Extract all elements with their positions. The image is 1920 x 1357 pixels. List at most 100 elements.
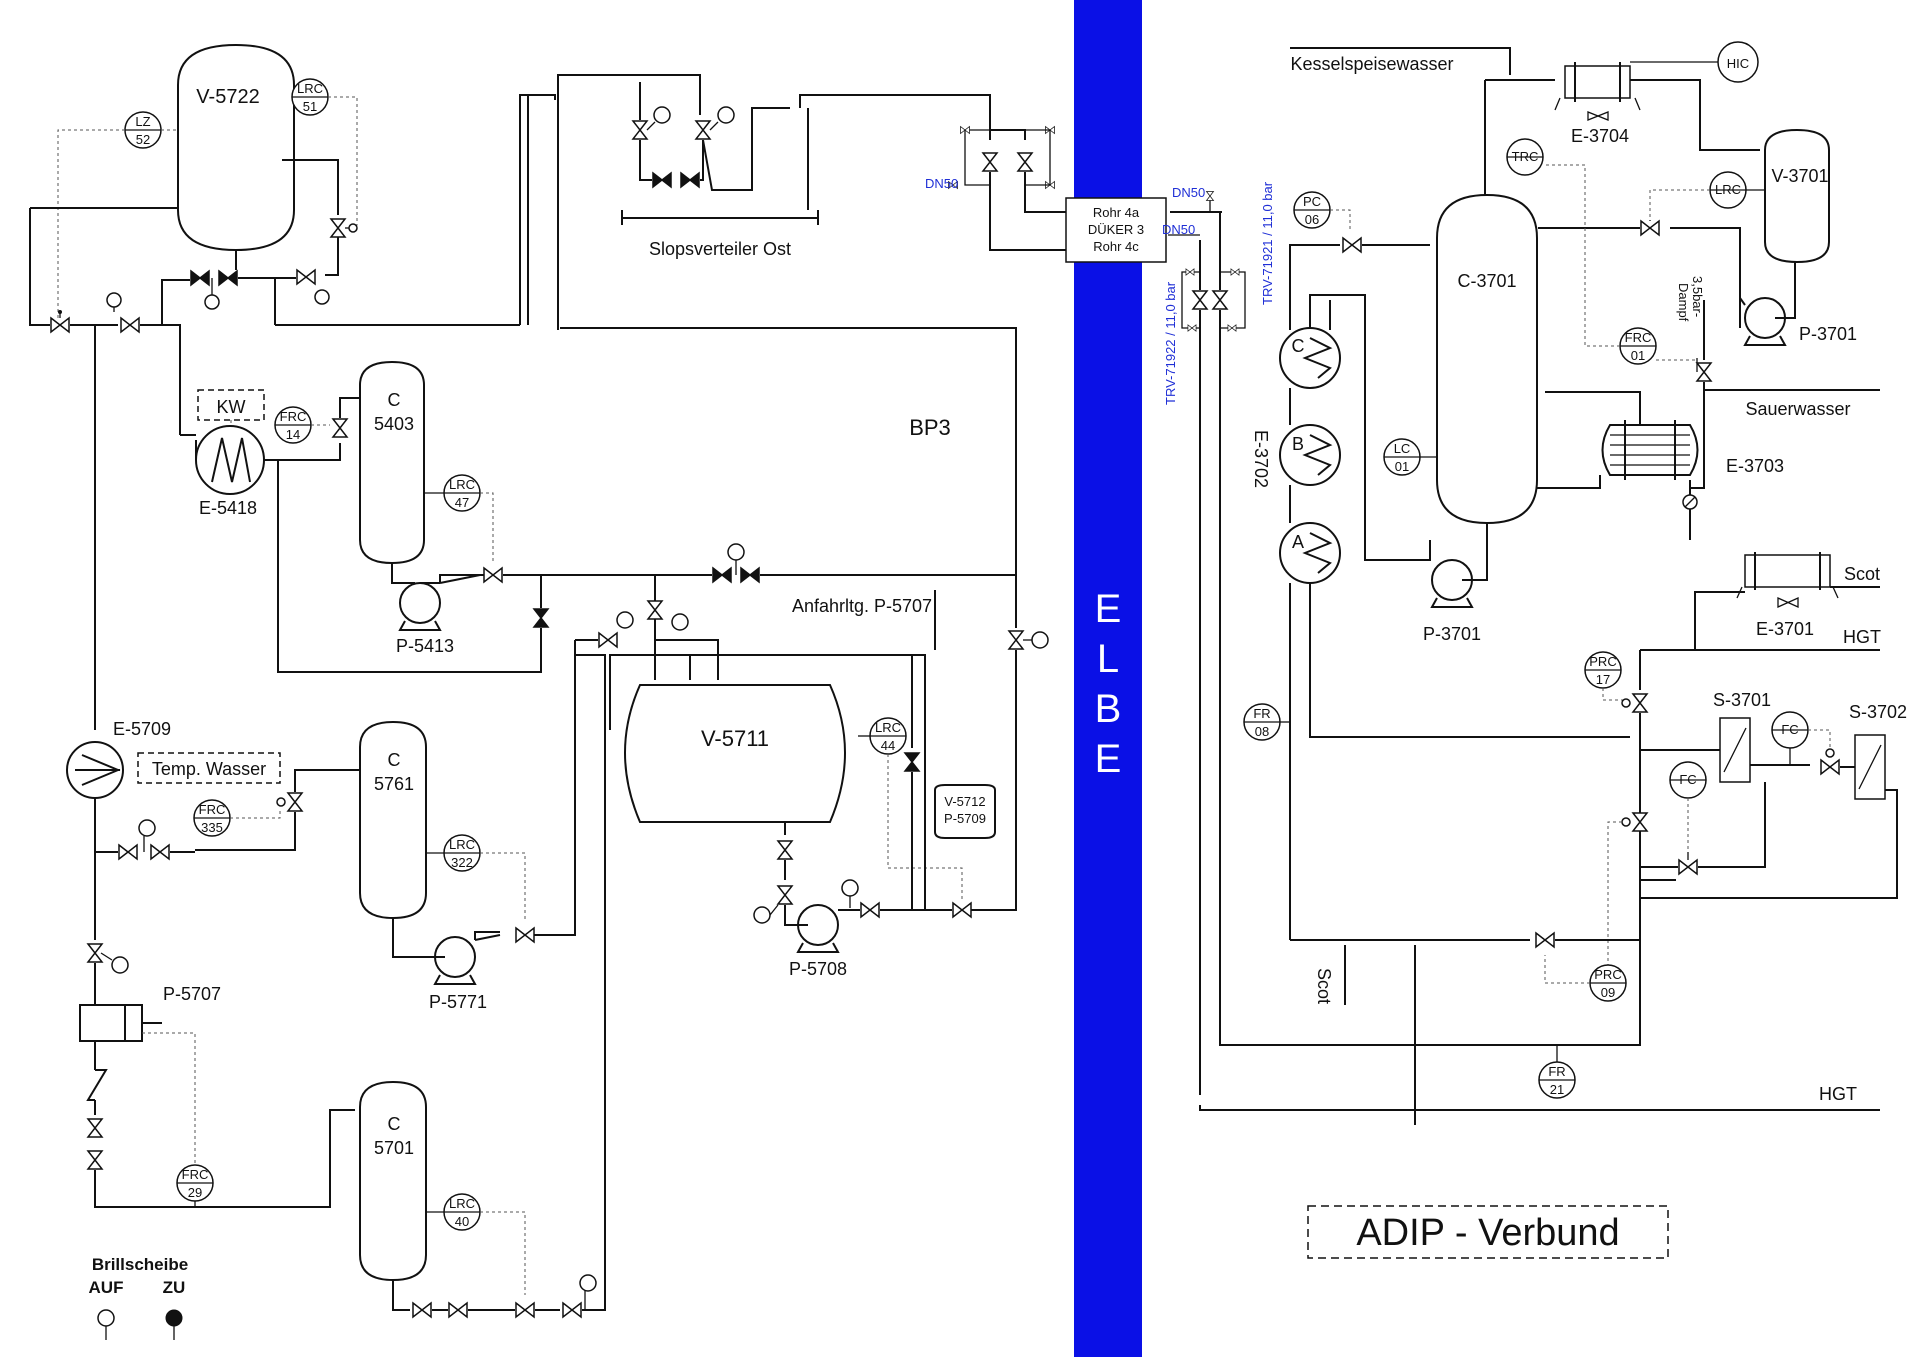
svg-text:TRC: TRC <box>1512 149 1539 164</box>
svg-text:51: 51 <box>303 99 317 114</box>
svg-text:FC: FC <box>1781 722 1798 737</box>
area-label-bp3: BP3 <box>909 415 951 440</box>
instrument-lrc40: LRC 40 <box>443 1193 481 1231</box>
c3701-label: C-3701 <box>1457 271 1516 291</box>
instrument-fc-b: FC <box>1771 711 1809 749</box>
p3701-top-label: P-3701 <box>1799 324 1857 344</box>
exchanger-e3702-a: A <box>1279 522 1341 584</box>
instrument-frc01: FRC 01 <box>1619 327 1657 365</box>
instrument-lz52: LZ 52 <box>124 111 162 149</box>
svg-text:01: 01 <box>1631 348 1645 363</box>
exchanger-e3702-b: B <box>1279 424 1341 486</box>
vessel-c5701 <box>359 1080 427 1282</box>
svg-text:B: B <box>1292 434 1304 454</box>
svg-text:29: 29 <box>188 1185 202 1200</box>
vessel-c5403 <box>359 360 425 565</box>
svg-text:09: 09 <box>1601 985 1615 1000</box>
elbe-letter-2: L <box>1097 637 1119 681</box>
trv-71921-label: TRV-71921 / 11,0 bar <box>1260 181 1275 305</box>
p3701-bottom-label: P-3701 <box>1423 624 1481 644</box>
reboiler-e3703 <box>1601 424 1699 476</box>
dampf-label-2: Dampf <box>1676 283 1691 322</box>
c5701-label-b: 5701 <box>374 1138 414 1158</box>
svg-text:HIC: HIC <box>1727 56 1749 71</box>
heat-exchanger-e5418 <box>195 425 265 495</box>
vessel-v5712 <box>934 784 996 839</box>
instrument-prc09: PRC 09 <box>1589 964 1627 1002</box>
kw-label: KW <box>217 397 246 417</box>
svg-text:06: 06 <box>1305 212 1319 227</box>
hgt-bottom-label: HGT <box>1819 1084 1857 1104</box>
legend-heading: Brillscheibe <box>92 1255 188 1274</box>
anfahr-label: Anfahrltg. P-5707 <box>792 596 932 616</box>
instrument-fr21: FR 21 <box>1538 1061 1576 1099</box>
svg-text:47: 47 <box>455 495 469 510</box>
svg-text:PRC: PRC <box>1594 967 1621 982</box>
duker-box <box>1065 197 1167 263</box>
pump-p5413 <box>399 582 441 624</box>
legend-closed-symbol <box>165 1309 183 1327</box>
svg-text:LZ: LZ <box>135 114 150 129</box>
c5761-label-a: C <box>388 750 401 770</box>
title-box <box>1307 1205 1669 1259</box>
scot-top-label: Scot <box>1844 564 1880 584</box>
svg-text:LRC: LRC <box>449 837 475 852</box>
c5701-label-a: C <box>388 1114 401 1134</box>
p5413-label: P-5413 <box>396 636 454 656</box>
elbe-letter-1: E <box>1095 587 1122 631</box>
kessel-label: Kesselspeisewasser <box>1290 54 1453 74</box>
e5418-label: E-5418 <box>199 498 257 518</box>
instrument-lrc44: LRC 44 <box>869 717 907 755</box>
svg-text:52: 52 <box>136 132 150 147</box>
svg-text:PRC: PRC <box>1589 654 1616 669</box>
instrument-trc: TRC <box>1506 138 1544 176</box>
svg-text:322: 322 <box>451 855 473 870</box>
instrument-pc06: PC 06 <box>1293 191 1331 229</box>
svg-text:21: 21 <box>1550 1082 1564 1097</box>
instrument-frc29: FRC 29 <box>176 1164 214 1202</box>
elbe-letter-3: B <box>1095 687 1122 731</box>
svg-text:FC: FC <box>1679 772 1696 787</box>
column-c3701 <box>1436 193 1538 525</box>
svg-text:40: 40 <box>455 1214 469 1229</box>
cooler-e3701 <box>1744 554 1831 588</box>
e3701-label: E-3701 <box>1756 619 1814 639</box>
v5712-label-b: P-5709 <box>944 811 986 826</box>
svg-text:14: 14 <box>286 427 300 442</box>
c5403-label-b: 5403 <box>374 414 414 434</box>
duker-label-3: Rohr 4c <box>1093 239 1139 254</box>
instrument-lrc322: LRC 322 <box>443 834 481 872</box>
p5707-label: P-5707 <box>163 984 221 1004</box>
svg-text:335: 335 <box>201 820 223 835</box>
instrument-hic: HIC <box>1717 41 1759 83</box>
s3701-label: S-3701 <box>1713 690 1771 710</box>
instrument-frc14: FRC 14 <box>274 406 312 444</box>
pump-p5707 <box>79 1004 162 1042</box>
svg-text:08: 08 <box>1255 724 1269 739</box>
svg-text:LRC: LRC <box>875 720 901 735</box>
instrument-lrc-v3701: LRC <box>1709 171 1747 209</box>
e3704-label: E-3704 <box>1571 126 1629 146</box>
e3703-label: E-3703 <box>1726 456 1784 476</box>
svg-text:PC: PC <box>1303 194 1321 209</box>
p5771-label: P-5771 <box>429 992 487 1012</box>
legend-closed-label: ZU <box>163 1278 186 1297</box>
duker-label-2: DÜKER 3 <box>1088 222 1144 237</box>
svg-text:LRC: LRC <box>297 81 323 96</box>
kw-box <box>197 389 265 421</box>
slops-label: Slopsverteiler Ost <box>649 239 791 259</box>
dn50-r1-label: DN50 <box>1172 185 1205 200</box>
e3702-label: E-3702 <box>1251 430 1271 488</box>
trv-71922-label: TRV-71922 / 11,0 bar <box>1163 281 1178 405</box>
c5403-label-a: C <box>388 390 401 410</box>
temp-wasser-label: Temp. Wasser <box>152 759 266 779</box>
dn50-left-label: DN50 <box>925 176 958 191</box>
dampf-label-1: 3,5bar- <box>1690 276 1705 317</box>
instrument-lrc47: LRC 47 <box>443 474 481 512</box>
instrument-lrc51: LRC 51 <box>291 78 329 116</box>
svg-text:LRC: LRC <box>449 1196 475 1211</box>
vessel-v5722-label: V-5722 <box>196 86 259 108</box>
temp-wasser-box <box>137 752 281 784</box>
svg-text:FRC: FRC <box>182 1167 209 1182</box>
